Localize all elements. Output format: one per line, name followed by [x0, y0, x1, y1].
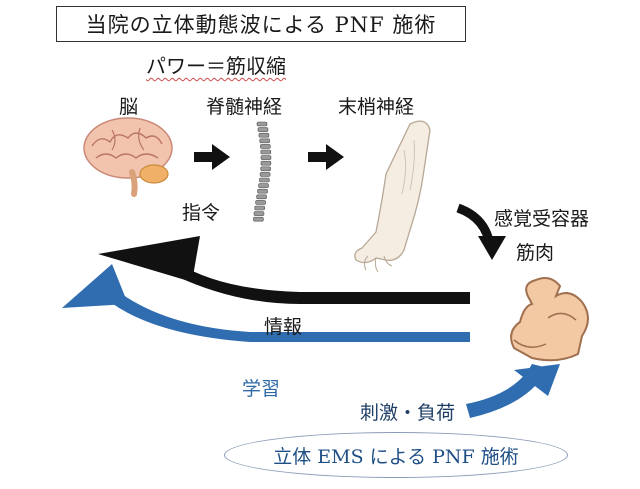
vertebra [256, 194, 267, 200]
arrow-spine-to-nerve [308, 144, 344, 170]
brain-illustration [83, 117, 173, 197]
arrow-brain-to-spine [194, 144, 230, 170]
vertebra [259, 177, 270, 183]
stimulus-arrow [466, 364, 560, 418]
label-spinal-cord: 脊髄神経 [206, 96, 283, 118]
vertebra [257, 127, 269, 132]
vertebra [259, 172, 271, 177]
vertebra [253, 216, 264, 222]
label-sensory-receptor: 感覚受容器 [494, 208, 590, 230]
label-stimulus: 刺激・負荷 [360, 402, 456, 424]
diagram-title: 当院の立体動態波による PNF 施術 [85, 13, 437, 37]
label-peripheral-nerve: 末梢神経 [338, 96, 415, 118]
vertebra [253, 211, 265, 216]
vertebra [260, 149, 272, 155]
vertebra [258, 183, 269, 188]
title-box: 当院の立体動態波による PNF 施術 [56, 6, 466, 42]
vertebra [260, 160, 272, 166]
arrow-nerve-to-receptor [456, 203, 506, 260]
vertebra [257, 188, 268, 194]
spine-illustration [253, 121, 272, 222]
label-command: 指令 [182, 202, 221, 224]
vertebra [260, 144, 271, 149]
vertebra [260, 166, 271, 172]
muscle-illustration [510, 277, 589, 362]
bottom-ellipse: 立体 EMS による PNF 施術 [224, 432, 568, 478]
information-arrow [98, 236, 470, 304]
label-muscle: 筋肉 [516, 242, 555, 264]
vertebra [256, 121, 268, 127]
arm-illustration [354, 120, 431, 273]
vertebra [254, 205, 266, 211]
vertebra [255, 200, 266, 205]
subtitle: パワー＝筋収縮 [146, 54, 286, 78]
vertebra [258, 132, 270, 138]
bottom-label: 立体 EMS による PNF 施術 [273, 445, 519, 468]
learning-arrow [62, 264, 470, 342]
label-brain: 脳 [119, 96, 139, 118]
label-information: 情報 [264, 316, 303, 338]
vertebra [260, 155, 272, 160]
vertebra [259, 138, 271, 144]
label-learning: 学習 [242, 378, 281, 400]
